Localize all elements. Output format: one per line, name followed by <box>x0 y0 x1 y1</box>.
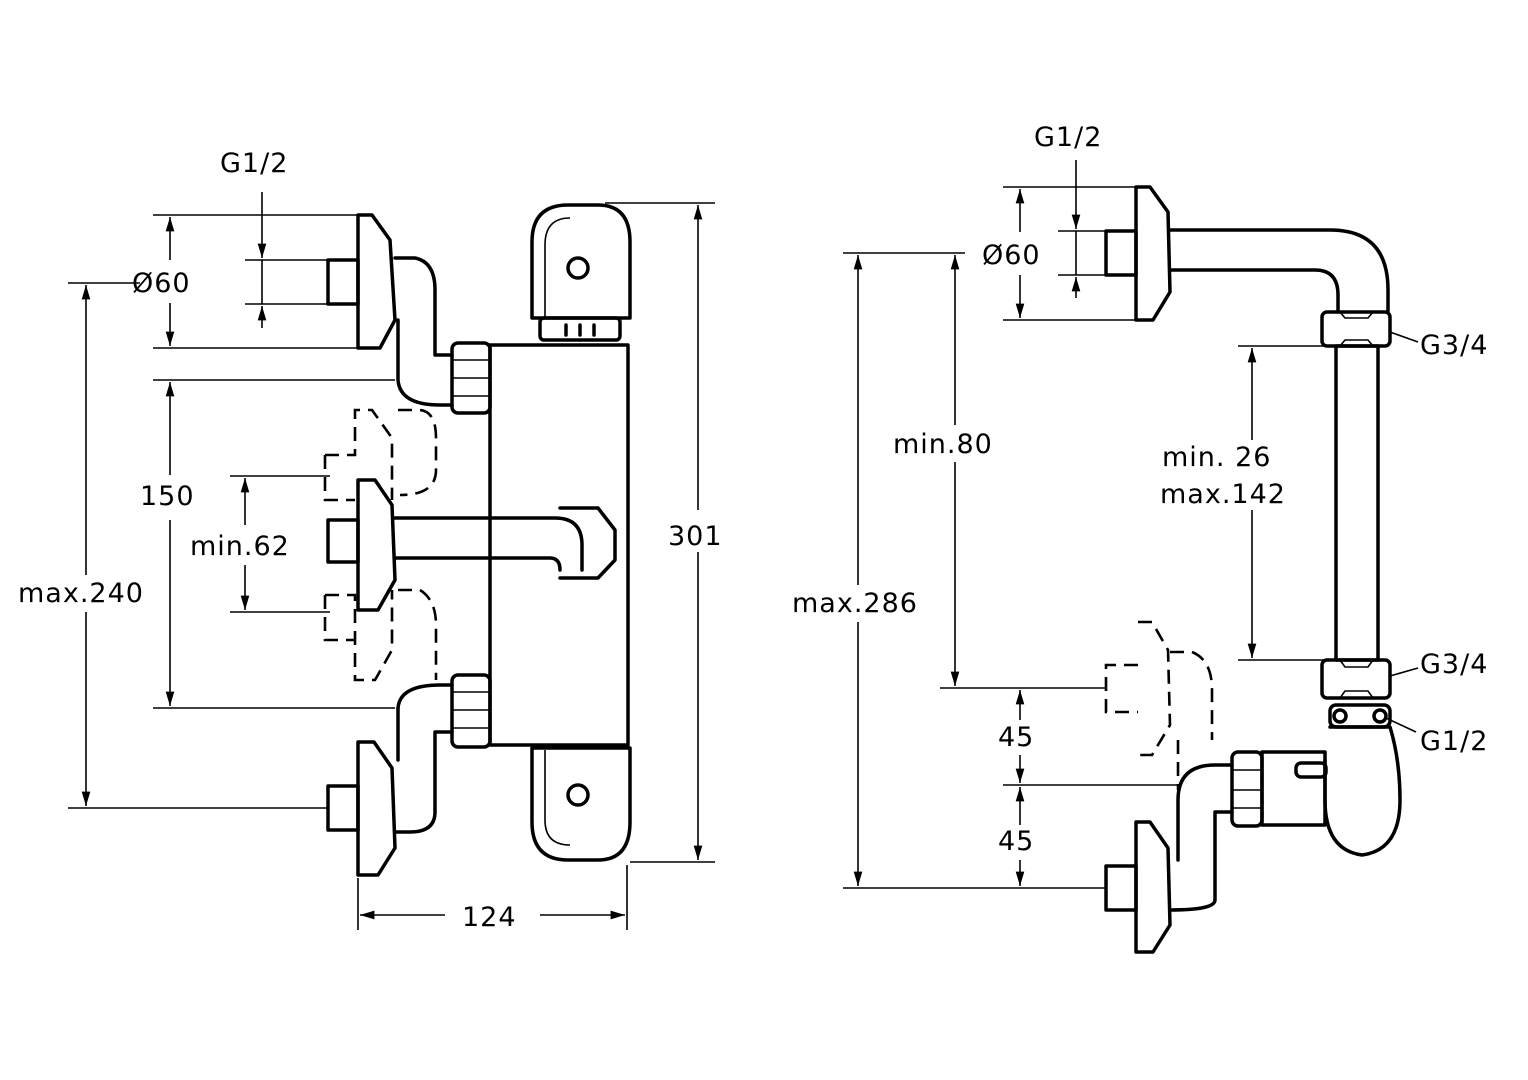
upper-nut <box>450 341 492 415</box>
label-min80: min.80 <box>893 429 993 460</box>
label-lower-nut: G3/4 <box>1420 649 1488 680</box>
label-diameter-left: Ø60 <box>132 268 191 299</box>
dim-150: 150 <box>140 379 395 709</box>
label-45-lower: 45 <box>998 826 1034 857</box>
dim-pipe-length: min. 26 max.142 <box>1160 345 1336 661</box>
label-150: 150 <box>140 481 195 512</box>
dashed-alternate-positions <box>323 408 438 682</box>
right-view: G1/2 Ø60 max.286 min.80 <box>792 122 1488 954</box>
lower-wall-flange <box>326 683 454 877</box>
lower-nut <box>450 673 492 749</box>
dim-max286: max.286 <box>792 252 1106 889</box>
label-diameter-right: Ø60 <box>982 240 1041 271</box>
label-upper-nut: G3/4 <box>1420 330 1488 361</box>
dim-g12-left: G1/2 <box>220 148 328 328</box>
dim-301: 301 <box>605 202 723 863</box>
bottom-handle <box>530 746 632 862</box>
right-lower-nut <box>1320 658 1392 700</box>
top-handle <box>530 203 632 342</box>
label-301: 301 <box>668 521 723 552</box>
label-pipe-min: min. 26 <box>1162 442 1271 473</box>
right-valve-body <box>1230 725 1402 857</box>
label-45-upper: 45 <box>998 722 1034 753</box>
dim-diameter-right: Ø60 <box>982 186 1136 321</box>
left-view: G1/2 Ø60 150 min.62 <box>18 148 723 933</box>
right-dashed-position <box>1104 620 1214 790</box>
dim-g12-right: G1/2 <box>1034 122 1106 298</box>
label-124: 124 <box>462 902 517 933</box>
dim-min80: min.80 <box>893 254 1106 689</box>
label-min62: min.62 <box>190 531 290 562</box>
middle-flange <box>326 478 397 612</box>
handle-screw <box>566 256 590 280</box>
handle-screw-bottom <box>566 783 590 807</box>
label-max240: max.240 <box>18 578 144 609</box>
dim-min62: min.62 <box>190 475 330 613</box>
label-valve-thread: G1/2 <box>1420 726 1488 757</box>
mixer-body <box>488 343 630 747</box>
label-g12-right: G1/2 <box>1034 122 1102 153</box>
dim-124: 124 <box>357 865 628 933</box>
upper-wall-flange <box>326 213 454 407</box>
dim-45-lower: 45 <box>998 787 1034 886</box>
right-callouts: G3/4 G3/4 G1/2 <box>1385 330 1488 757</box>
right-lower-flange <box>1104 763 1234 954</box>
label-max286: max.286 <box>792 588 918 619</box>
label-pipe-max: max.142 <box>1160 479 1286 510</box>
extension-pipe <box>1334 344 1380 662</box>
dim-diameter-left: Ø60 <box>132 214 358 349</box>
dim-max240: max.240 <box>18 282 328 809</box>
right-valve-connector <box>1328 703 1392 729</box>
right-upper-flange <box>1104 185 1390 322</box>
right-upper-nut <box>1320 310 1392 348</box>
label-g12-left: G1/2 <box>220 148 288 179</box>
dim-45-upper: 45 <box>998 690 1178 786</box>
spout <box>393 506 617 580</box>
